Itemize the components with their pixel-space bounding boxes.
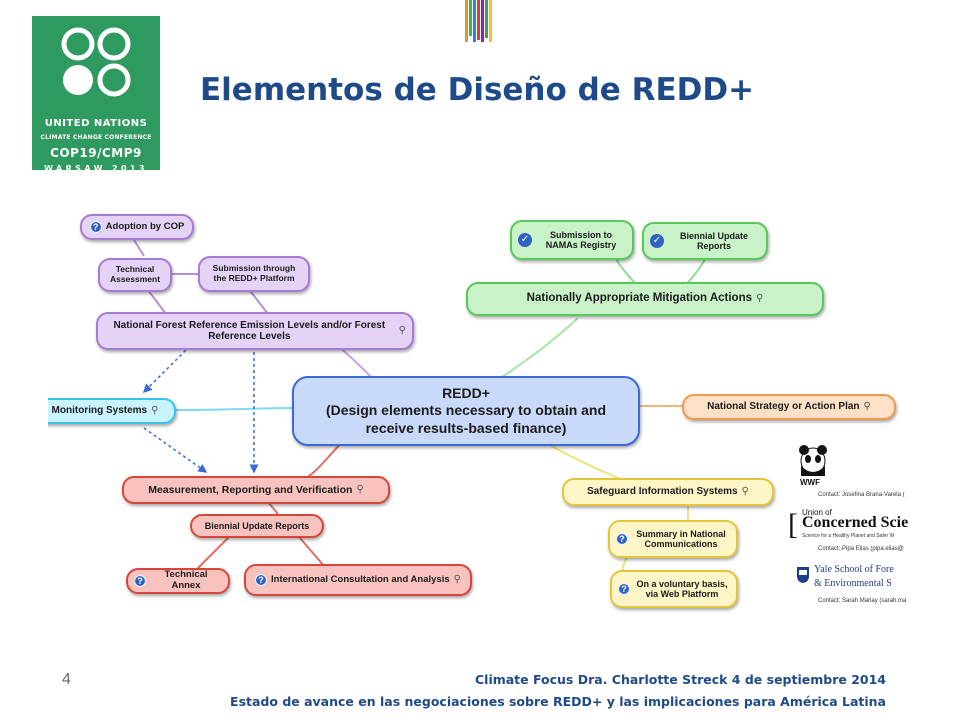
node-label: Submission through the REDD+ Platform — [212, 263, 296, 283]
logo-text-warsaw: WARSAW 2013 — [44, 164, 148, 173]
node-label: Technical Annex — [164, 569, 208, 591]
node-technical-assessment: Technical Assessment — [98, 258, 172, 292]
node-namas-registry: ✓ Submission to NAMAs Registry — [510, 220, 634, 260]
wwf-contact: Contact: Josefina Brana-Varela ( — [818, 492, 905, 498]
node-submission-redd-platform: Submission through the REDD+ Platform — [198, 256, 310, 292]
node-label: Adoption by COP — [105, 220, 185, 232]
link-icon: ⚲ — [356, 484, 364, 496]
page-number: 4 — [62, 671, 71, 688]
node-label: Summary in National Communications — [636, 528, 726, 549]
node-monitoring-systems: Monitoring Systems ⚲ — [48, 398, 176, 424]
node-label: Technical Assessment — [109, 264, 161, 284]
page-title: Elementos de Diseño de REDD+ — [200, 72, 755, 108]
ucs-contact: Contact: Pipa Elias (pipa.elias@ — [818, 546, 904, 552]
node-redd-center: REDD+ (Design elements necessary to obta… — [292, 376, 640, 446]
ucs-tagline: Science for a Healthy Planet and Safer W — [802, 533, 895, 539]
footer-line-1: Climate Focus Dra. Charlotte Streck 4 de… — [474, 672, 886, 687]
yale-shield-icon — [797, 567, 809, 583]
link-icon: ⚲ — [398, 325, 406, 337]
node-label: National Strategy or Action Plan — [707, 401, 860, 413]
link-icon: ⚲ — [756, 293, 764, 305]
link-icon: ⚲ — [741, 486, 749, 498]
node-namas: Nationally Appropriate Mitigation Action… — [466, 282, 824, 316]
center-line2: (Design elements necessary to obtain and — [325, 402, 607, 419]
node-label: International Consultation and Analysis — [271, 573, 450, 585]
node-technical-annex: ? Technical Annex — [126, 568, 230, 594]
question-icon: ? — [255, 574, 268, 586]
wwf-panda-icon — [799, 445, 827, 476]
check-icon: ✓ — [518, 233, 532, 247]
yale-logo-line2: & Environmental S — [814, 578, 892, 589]
footer-line-2: Estado de avance en las negociaciones so… — [230, 694, 886, 709]
yale-logo-line1: Yale School of Fore — [814, 564, 894, 575]
node-label: Nationally Appropriate Mitigation Action… — [526, 292, 752, 305]
node-label: Measurement, Reporting and Verification — [148, 483, 353, 496]
decorative-stripes — [465, 0, 492, 42]
node-label: National Forest Reference Emission Level… — [113, 319, 386, 343]
node-international-consultation: ? International Consultation and Analysi… — [244, 564, 472, 596]
wwf-logo-text: WWF — [800, 478, 820, 487]
ucs-logo-line1: Union of — [802, 508, 832, 517]
redd-mindmap: ? Adoption by COP Technical Assessment S… — [48, 196, 912, 616]
cop-circles-icon — [61, 27, 131, 97]
node-label: Safeguard Information Systems — [587, 486, 738, 498]
link-icon: ⚲ — [151, 405, 159, 417]
node-reference-levels: National Forest Reference Emission Level… — [96, 312, 414, 350]
node-label: Biennial Update Reports — [679, 230, 748, 251]
node-mrv: Measurement, Reporting and Verification … — [122, 476, 390, 504]
question-icon: ? — [616, 533, 628, 545]
center-title: REDD+ — [442, 384, 490, 401]
node-label: Monitoring Systems — [51, 405, 148, 417]
question-icon: ? — [134, 575, 146, 587]
question-icon: ? — [618, 583, 630, 595]
logo-text-conference: CLIMATE CHANGE CONFERENCE — [40, 134, 152, 141]
link-icon: ⚲ — [863, 401, 871, 413]
question-icon: ? — [89, 221, 102, 233]
ucs-bracket-icon: [ — [788, 508, 798, 541]
node-adoption-by-cop: ? Adoption by COP — [80, 214, 194, 240]
check-icon: ✓ — [650, 234, 664, 248]
logo-text-un: UNITED NATIONS — [44, 118, 148, 129]
logo-text-cop: COP19/CMP9 — [50, 146, 142, 160]
node-safeguard-info-systems: Safeguard Information Systems ⚲ — [562, 478, 774, 506]
node-voluntary-web-platform: ? On a voluntary basis, via Web Platform — [610, 570, 738, 608]
node-label: Biennial Update Reports — [204, 520, 310, 531]
link-icon: ⚲ — [453, 574, 461, 586]
node-label: On a voluntary basis, via Web Platform — [636, 578, 728, 599]
node-biennial-update-reports-right: ✓ Biennial Update Reports — [642, 222, 768, 260]
node-national-strategy: National Strategy or Action Plan ⚲ — [682, 394, 896, 420]
center-line3: receive results-based finance) — [365, 419, 567, 436]
node-summary-national-communications: ? Summary in National Communications — [608, 520, 738, 558]
node-biennial-update-reports-left: Biennial Update Reports — [190, 514, 324, 538]
cop19-logo: UNITED NATIONS CLIMATE CHANGE CONFERENCE… — [32, 16, 160, 173]
yale-contact: Contact: Sarah Marlay (sarah.ma — [818, 598, 907, 604]
ucs-logo-line2: Concerned Scie — [802, 514, 909, 531]
node-label: Submission to NAMAs Registry — [545, 229, 617, 250]
